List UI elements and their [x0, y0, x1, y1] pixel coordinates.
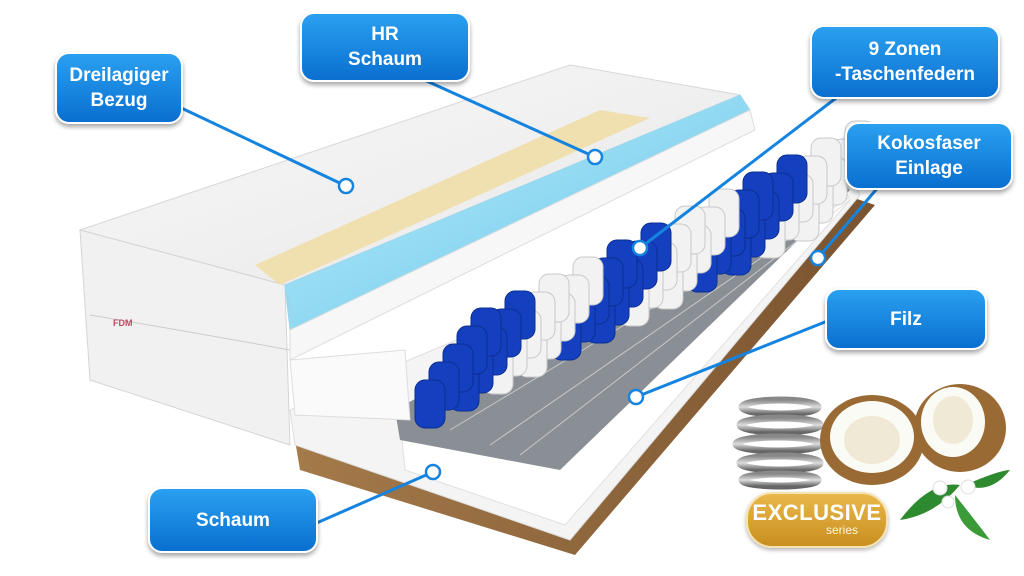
mattress-cover — [78, 64, 742, 446]
callout-hr-line2: Schaum — [348, 49, 422, 70]
callout-foam-label: Schaum — [196, 509, 270, 531]
callout-coconut-line1: Kokosfaser — [877, 133, 981, 154]
brand-logo: FDM — [113, 318, 133, 328]
badge-title: EXCLUSIVE — [752, 500, 882, 525]
metal-spring-icon — [732, 396, 824, 490]
callout-springs-line2: -Taschenfedern — [834, 64, 976, 85]
leader-lines — [174, 76, 882, 527]
callout-hr-foam: HR Schaum — [300, 12, 470, 82]
pocket-spring — [414, 379, 446, 429]
callout-springs: 9 Zonen -Taschenfedern — [810, 25, 1000, 99]
callout-cover-line2: Bezug — [90, 90, 148, 111]
callout-cover-line1: Dreilagiger — [69, 65, 169, 86]
callout-hr-line1: HR — [371, 24, 399, 45]
callout-felt-label: Filz — [890, 308, 922, 330]
coconut-icon — [820, 384, 1010, 540]
badge-subtitle: series — [825, 523, 858, 537]
callout-foam: Schaum — [148, 487, 318, 553]
callout-coconut-line2: Einlage — [895, 158, 963, 179]
pocket-springs — [414, 120, 876, 429]
callout-felt: Filz — [825, 288, 987, 350]
exclusive-badge: EXCLUSIVE series — [746, 492, 888, 548]
callout-springs-line1: 9 Zonen — [868, 39, 942, 60]
leader-dots — [337, 148, 827, 481]
